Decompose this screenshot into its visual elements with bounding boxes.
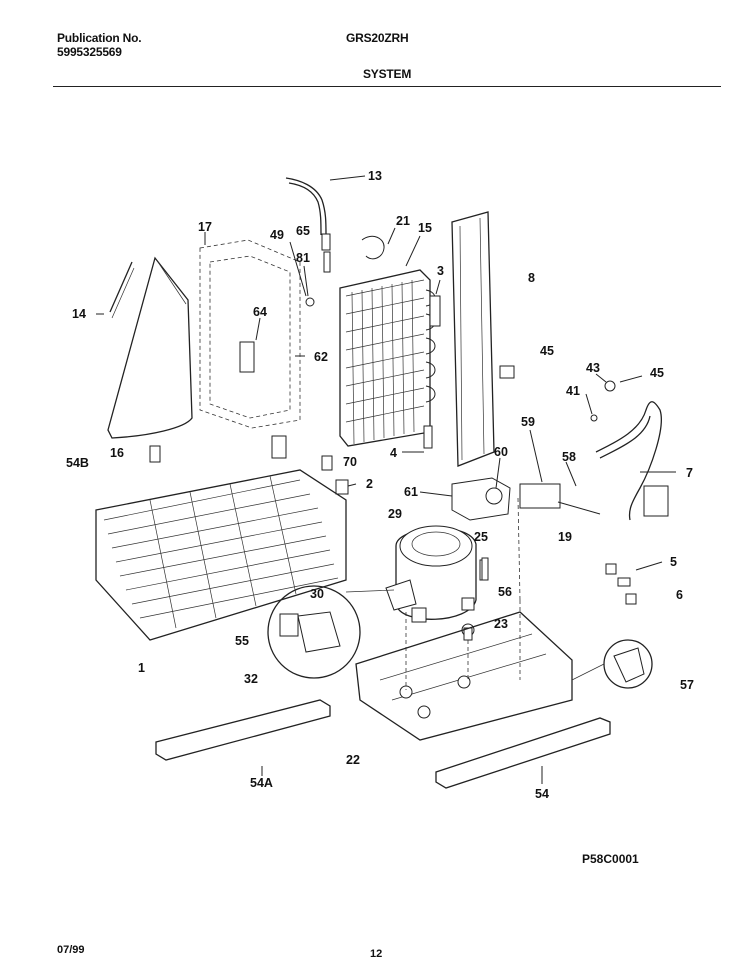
evaporator-coil bbox=[339, 235, 441, 453]
callout-16: 16 bbox=[110, 446, 124, 460]
callout-23: 23 bbox=[494, 617, 508, 631]
callout-61: 61 bbox=[404, 485, 418, 499]
evaporator-channel bbox=[451, 211, 495, 467]
callout-54B: 54B bbox=[66, 456, 89, 470]
callout-64: 64 bbox=[253, 305, 267, 319]
compressor bbox=[385, 525, 487, 623]
callout-60: 60 bbox=[494, 445, 508, 459]
small-clips bbox=[321, 455, 357, 495]
callout-21: 21 bbox=[396, 214, 410, 228]
callout-55: 55 bbox=[235, 634, 249, 648]
condenser-coil bbox=[95, 469, 347, 641]
callout-43: 43 bbox=[586, 361, 600, 375]
callout-29: 29 bbox=[388, 507, 402, 521]
callout-3: 3 bbox=[437, 264, 444, 278]
callout-22: 22 bbox=[346, 753, 360, 767]
callout-70: 70 bbox=[343, 455, 357, 469]
callout-81: 81 bbox=[296, 251, 310, 265]
header-rule bbox=[53, 86, 721, 87]
callout-45-b: 45 bbox=[650, 366, 664, 380]
diagram-code: P58C0001 bbox=[582, 852, 639, 866]
callout-59: 59 bbox=[521, 415, 535, 429]
callout-17: 17 bbox=[198, 220, 212, 234]
callout-6: 6 bbox=[676, 588, 683, 602]
callout-62: 62 bbox=[314, 350, 328, 364]
model-number: GRS20ZRH bbox=[346, 31, 409, 45]
drain-bag bbox=[96, 256, 193, 439]
callout-41: 41 bbox=[566, 384, 580, 398]
evaporator-cover-panel bbox=[149, 232, 305, 463]
drain-fitting bbox=[499, 365, 515, 379]
callout-65: 65 bbox=[296, 224, 310, 238]
callout-5: 5 bbox=[670, 555, 677, 569]
page-number: 12 bbox=[370, 948, 383, 960]
callout-15: 15 bbox=[418, 221, 432, 235]
rail-left bbox=[155, 699, 331, 776]
rail-right bbox=[435, 717, 611, 789]
fan-motor-bracket bbox=[419, 457, 511, 521]
footer-date: 07/99 bbox=[57, 944, 85, 956]
callout-labels: 13 17 49 65 21 15 81 3 8 14 64 62 45 43 … bbox=[66, 169, 694, 801]
callout-4: 4 bbox=[390, 446, 397, 460]
callout-45-a: 45 bbox=[540, 344, 554, 358]
callout-57: 57 bbox=[680, 678, 694, 692]
valve-fittings bbox=[605, 561, 663, 605]
callout-58: 58 bbox=[562, 450, 576, 464]
callout-32: 32 bbox=[244, 672, 258, 686]
publication-number: 5995325569 bbox=[57, 45, 122, 59]
capillary-tube bbox=[285, 175, 366, 236]
defrost-heater-parts bbox=[289, 227, 396, 307]
overload-relay-detail bbox=[267, 585, 395, 679]
callout-56: 56 bbox=[498, 585, 512, 599]
callout-1: 1 bbox=[138, 661, 145, 675]
callout-25: 25 bbox=[474, 530, 488, 544]
publication-label: Publication No. bbox=[57, 31, 142, 45]
callout-19: 19 bbox=[558, 530, 572, 544]
callout-8: 8 bbox=[528, 271, 535, 285]
callout-13: 13 bbox=[368, 169, 382, 183]
base-pan bbox=[355, 497, 573, 741]
drain-pan bbox=[571, 639, 653, 689]
callout-49: 49 bbox=[270, 228, 284, 242]
water-valve-assembly bbox=[519, 373, 676, 521]
callout-7: 7 bbox=[686, 466, 693, 480]
callout-54: 54 bbox=[535, 787, 549, 801]
callout-54A: 54A bbox=[250, 776, 273, 790]
section-title: SYSTEM bbox=[363, 67, 412, 81]
callout-2: 2 bbox=[366, 477, 373, 491]
callout-30: 30 bbox=[310, 587, 324, 601]
callout-14: 14 bbox=[72, 307, 86, 321]
